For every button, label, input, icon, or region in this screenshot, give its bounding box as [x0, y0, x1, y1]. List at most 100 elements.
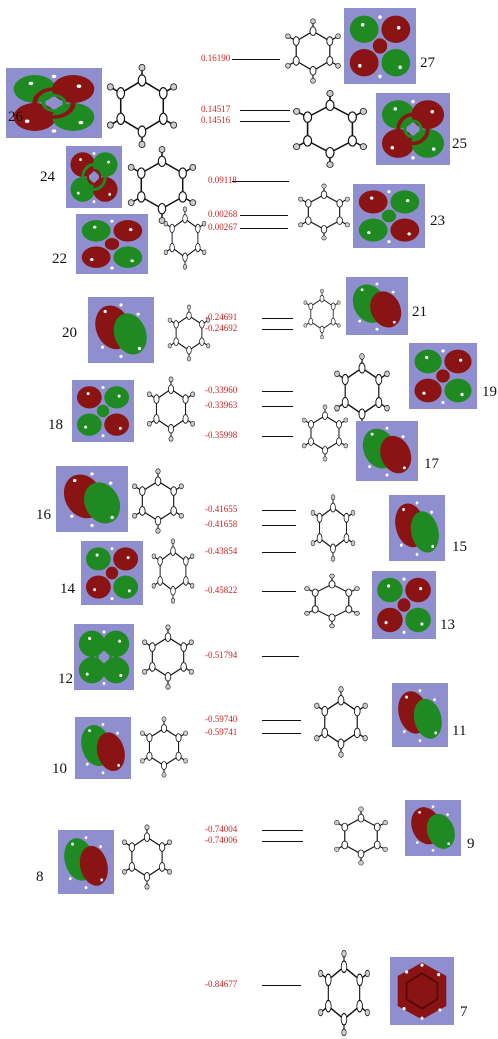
orbital-isosurface-11	[392, 683, 448, 747]
energy-label: -0.43854	[205, 546, 238, 556]
orbital-isosurface-15	[389, 495, 445, 561]
energy-level-line	[262, 552, 296, 553]
molecule-diagram	[130, 468, 186, 534]
orbital-isosurface-25	[376, 93, 450, 165]
orbital-number: 9	[467, 836, 475, 852]
orbital-isosurface-26	[6, 68, 102, 138]
orbital-number: 26	[8, 109, 23, 125]
molecule-diagram	[300, 404, 350, 462]
molecule-diagram	[283, 18, 343, 84]
energy-label: -0.24692	[205, 323, 238, 333]
energy-level-line	[262, 720, 301, 721]
molecule-diagram	[290, 90, 370, 168]
orbital-number: 17	[424, 456, 439, 472]
molecule-diagram	[302, 573, 362, 629]
orbital-isosurface-12	[74, 624, 134, 690]
molecule-diagram	[138, 716, 190, 778]
energy-level-line	[262, 525, 296, 526]
orbital-number: 12	[58, 671, 73, 687]
orbital-number: 21	[412, 304, 427, 320]
orbital-isosurface-13	[372, 571, 436, 639]
orbital-number: 11	[452, 723, 467, 739]
molecule-diagram	[140, 624, 196, 690]
energy-level-line	[262, 733, 301, 734]
molecule-diagram	[166, 304, 212, 362]
energy-level-line	[262, 391, 293, 392]
orbital-isosurface-22	[76, 214, 148, 274]
orbital-number: 13	[440, 617, 455, 633]
energy-label: 0.14517	[201, 104, 231, 114]
orbital-number: 16	[36, 507, 51, 523]
molecule-diagram	[316, 949, 372, 1037]
energy-label: 0.16190	[201, 53, 231, 63]
energy-label: -0.35998	[205, 430, 238, 440]
orbital-number: 22	[52, 251, 67, 267]
molecule-diagram	[332, 806, 390, 866]
molecule-diagram	[302, 288, 342, 340]
molecule-diagram	[104, 63, 180, 148]
orbital-number: 14	[60, 581, 75, 597]
orbital-isosurface-20	[88, 297, 154, 363]
energy-level-line	[240, 110, 290, 111]
orbital-number: 23	[430, 213, 445, 229]
orbital-number: 8	[36, 869, 44, 885]
molecule-diagram	[162, 206, 208, 270]
energy-level-line	[232, 59, 280, 60]
orbital-number: 10	[52, 761, 67, 777]
orbital-number: 18	[48, 417, 63, 433]
orbital-isosurface-17	[356, 421, 418, 481]
energy-level-line	[262, 985, 301, 986]
energy-level-line	[262, 841, 303, 842]
energy-label: -0.41655	[205, 504, 238, 514]
energy-level-line	[262, 318, 293, 319]
orbital-number: 24	[40, 169, 55, 185]
molecule-diagram	[150, 538, 196, 604]
energy-level-line	[262, 329, 293, 330]
energy-label: -0.74006	[205, 835, 238, 845]
energy-label: -0.51794	[205, 650, 238, 660]
energy-label: -0.59741	[205, 727, 238, 737]
energy-level-line	[262, 436, 293, 437]
orbital-number: 27	[420, 55, 435, 71]
energy-label: 0.00267	[208, 222, 238, 232]
energy-label: -0.74004	[205, 824, 238, 834]
orbital-number: 15	[452, 539, 467, 555]
energy-label: -0.33963	[205, 400, 238, 410]
energy-label: 0.09118	[208, 175, 237, 185]
energy-level-line	[262, 830, 303, 831]
orbital-isosurface-10	[75, 717, 131, 779]
energy-level-line	[262, 510, 296, 511]
molecule-diagram	[145, 376, 197, 442]
energy-level-line	[240, 215, 288, 216]
energy-level-line	[240, 228, 288, 229]
orbital-isosurface-9	[405, 800, 461, 856]
orbital-isosurface-8	[58, 830, 114, 894]
orbital-isosurface-19	[409, 343, 477, 409]
energy-label: -0.59740	[205, 714, 238, 724]
orbital-isosurface-24	[66, 146, 122, 208]
energy-level-line	[240, 121, 290, 122]
orbital-isosurface-21	[346, 277, 408, 335]
energy-label: 0.00268	[208, 209, 238, 219]
energy-level-line	[262, 656, 299, 657]
energy-level-line	[262, 406, 293, 407]
energy-label: -0.45822	[205, 585, 238, 595]
orbital-isosurface-27	[344, 8, 416, 84]
orbital-number: 19	[482, 384, 497, 400]
orbital-number: 7	[460, 1004, 468, 1020]
energy-label: -0.24691	[205, 312, 238, 322]
energy-label: -0.84677	[205, 979, 238, 989]
energy-label: 0.14516	[201, 115, 231, 125]
molecule-diagram	[120, 824, 174, 890]
energy-label: -0.33960	[205, 385, 238, 395]
molecule-diagram	[312, 686, 370, 758]
orbital-isosurface-16	[56, 466, 128, 532]
orbital-isosurface-18	[72, 380, 134, 442]
molecule-diagram	[296, 183, 352, 241]
orbital-isosurface-7	[390, 957, 454, 1025]
orbital-number: 25	[452, 136, 467, 152]
orbital-number: 20	[62, 325, 77, 341]
orbital-isosurface-14	[81, 541, 143, 605]
molecule-diagram	[309, 494, 357, 562]
